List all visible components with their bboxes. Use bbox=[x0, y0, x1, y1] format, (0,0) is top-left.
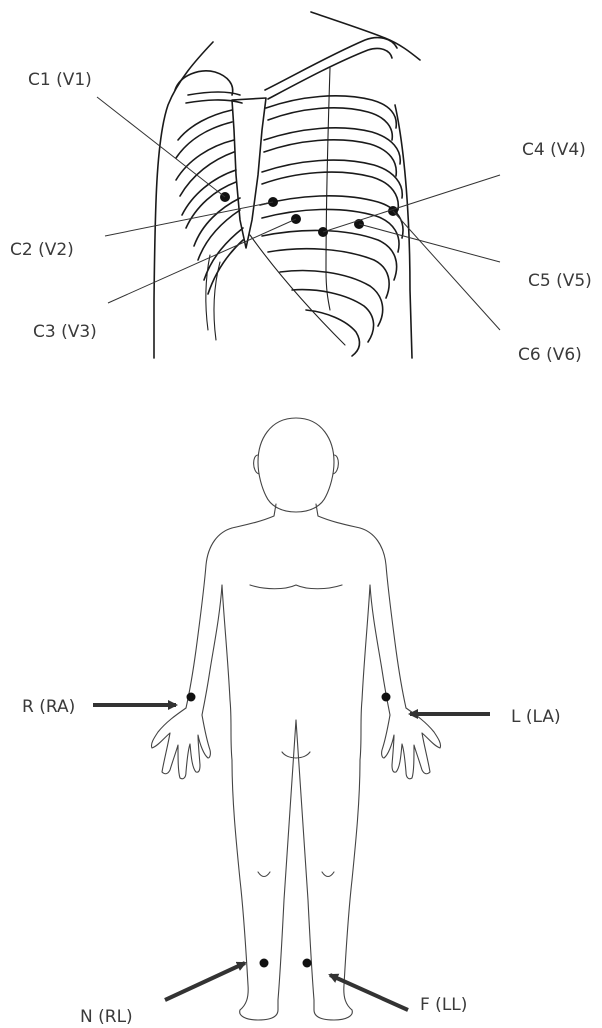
electrode-rl bbox=[260, 959, 269, 968]
electrode-ll bbox=[303, 959, 312, 968]
label-c4: C4 (V4) bbox=[522, 140, 586, 160]
rib-cage-illustration bbox=[154, 12, 420, 358]
label-c1: C1 (V1) bbox=[28, 70, 92, 90]
label-rl: N (RL) bbox=[80, 1007, 133, 1027]
label-ll: F (LL) bbox=[420, 995, 467, 1015]
label-c3: C3 (V3) bbox=[33, 322, 97, 342]
limb-arrows bbox=[93, 705, 490, 1010]
arrow-rl bbox=[165, 963, 245, 1000]
electrode-ra bbox=[187, 693, 196, 702]
arrow-ll bbox=[330, 975, 408, 1010]
label-ra: R (RA) bbox=[22, 697, 75, 717]
body-outline bbox=[151, 418, 440, 1020]
label-la: L (LA) bbox=[511, 707, 561, 727]
label-c6: C6 (V6) bbox=[518, 345, 582, 365]
label-c5: C5 (V5) bbox=[528, 271, 592, 291]
electrode-la bbox=[382, 693, 391, 702]
label-c2: C2 (V2) bbox=[10, 240, 74, 260]
